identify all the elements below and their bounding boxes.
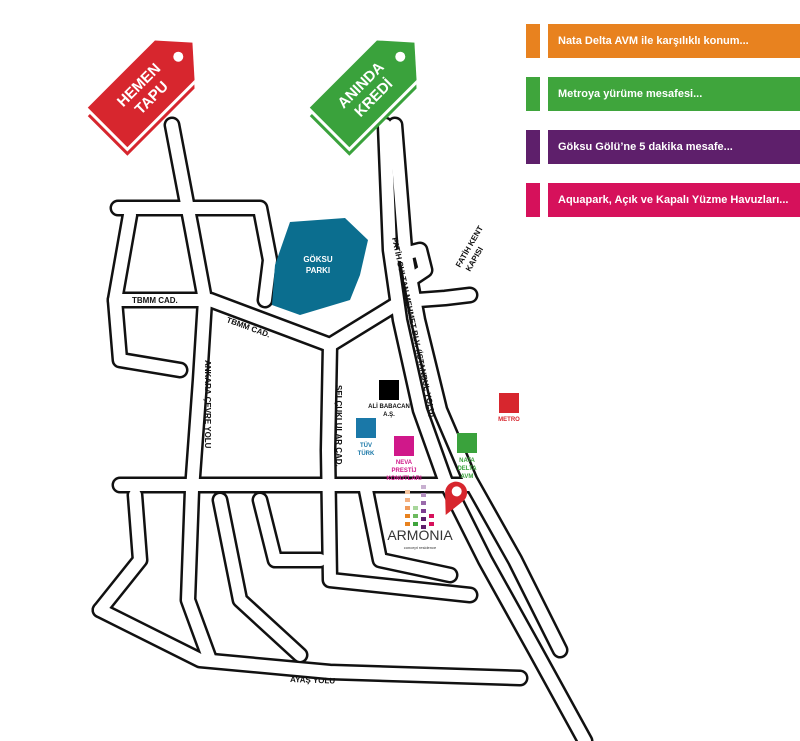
info-bar-stub <box>526 24 540 58</box>
info-bar-text: Göksu Gölü’ne 5 dakika mesafe... <box>548 130 800 164</box>
info-bar-nata-delta: Nata Delta AVM ile karşılıklı konum... <box>526 24 800 58</box>
roads <box>91 116 594 741</box>
poi-ali-babacan-label: ALİ BABACAN A.Ş. <box>364 403 414 419</box>
park-label-2: PARKI <box>306 266 330 275</box>
info-bar-stub <box>526 183 540 217</box>
poi-label-line: TÜV <box>360 443 372 449</box>
info-bar-text: Metroya yürüme mesafesi... <box>548 77 800 111</box>
poi-ali-babacan-marker[interactable] <box>379 380 399 400</box>
poi-label-line: NATA <box>459 458 475 464</box>
armonia-logo-name: ARMONIA <box>387 527 453 543</box>
location-pin-icon[interactable] <box>436 478 471 520</box>
info-bar-stub <box>526 130 540 164</box>
poi-metro-marker[interactable] <box>499 393 519 413</box>
info-bar-goksu: Göksu Gölü’ne 5 dakika mesafe... <box>526 130 800 164</box>
poi-label-line: METRO <box>498 417 520 423</box>
poi-tuv-turk-label: TÜV TÜRK <box>341 442 391 458</box>
poi-neva-marker[interactable] <box>394 436 414 456</box>
tag-hemen-tapu[interactable]: HEMEN TAPU <box>84 23 217 156</box>
armonia-logo-tagline: concept residence <box>404 545 437 550</box>
armonia-logo-bars <box>405 485 434 529</box>
info-bar-stub <box>526 77 540 111</box>
tag-aninda-kredi[interactable]: ANINDA KREDİ <box>306 23 439 156</box>
road-label-cevre: ANKARA ÇEVRE YOLU <box>203 360 212 449</box>
poi-label-line: AVM <box>460 474 474 480</box>
info-bar-text: Nata Delta AVM ile karşılıklı konum... <box>548 24 800 58</box>
poi-tuv-turk-marker[interactable] <box>356 418 376 438</box>
road-label-selcuklular: SELÇUKLULAR CAD. <box>334 385 343 467</box>
info-bar-aquapark: Aquapark, Açık ve Kapalı Yüzme Havuzları… <box>526 183 800 217</box>
poi-label-line: NEVA <box>395 460 413 466</box>
poi-nata-delta-marker[interactable] <box>457 433 477 453</box>
poi-label-line: DELTA <box>457 466 477 472</box>
poi-label-line: PRESTİJ <box>391 468 417 474</box>
poi-label-line: ALİ BABACAN <box>368 404 410 410</box>
poi-label-line: A.Ş. <box>383 412 395 418</box>
goksu-park <box>272 218 368 315</box>
road-label-ayas: AYAŞ YOLU <box>290 675 336 686</box>
road-label-tbmm-1: TBMM CAD. <box>132 296 178 305</box>
poi-neva-label: NEVA PRESTİJ KONUTLARI <box>379 459 429 483</box>
poi-label-line: TÜRK <box>357 451 375 457</box>
poi-nata-delta-label: NATA DELTA AVM <box>442 457 492 481</box>
info-bar-text: Aquapark, Açık ve Kapalı Yüzme Havuzları… <box>548 183 800 217</box>
poi-label-line: KONUTLARI <box>386 476 422 482</box>
info-bar-metro: Metroya yürüme mesafesi... <box>526 77 800 111</box>
park-label-1: GÖKSU <box>303 255 333 264</box>
poi-metro-label: METRO <box>484 416 534 424</box>
